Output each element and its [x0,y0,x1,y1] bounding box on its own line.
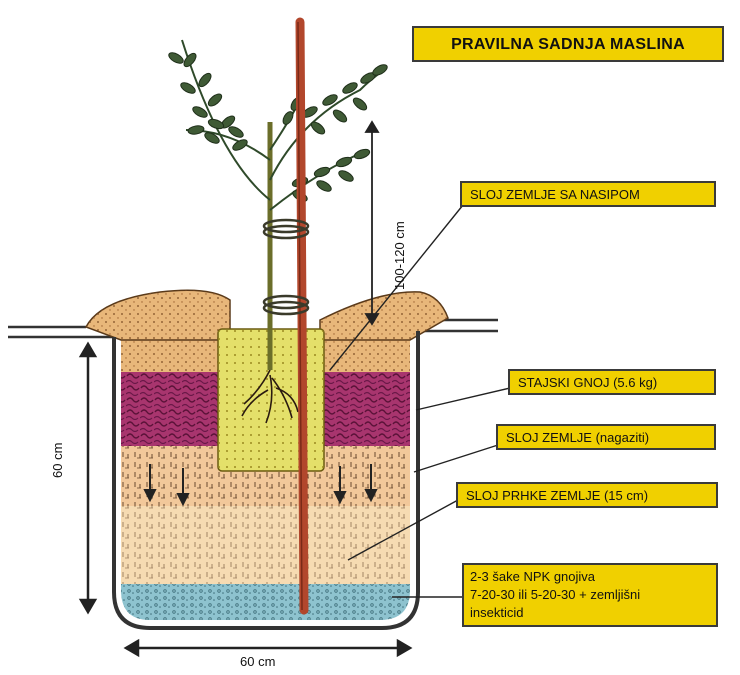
compaction-arrows [143,464,378,507]
depth-dimension-arrow [78,341,98,615]
npk-line-3: insekticid [470,605,524,620]
npk-line-1: 2-3 šake NPK gnojiva [470,569,596,584]
label-soil-layer: SLOJ ZEMLJE (nagaziti) [496,424,716,450]
planting-height-label: 100-120 cm [392,221,407,290]
olive-foliage [168,39,388,211]
stake-ties [262,218,310,316]
diagram-title: PRAVILNA SADNJA MASLINA [412,26,724,62]
pit-width-label: 60 cm [240,654,276,669]
label-npk-fertilizer: 2-3 šake NPK gnojiva 7-20-30 ili 5-20-30… [462,563,718,627]
ground-surface [8,318,498,339]
label-loose-soil: SLOJ PRHKE ZEMLJE (15 cm) [456,482,718,508]
label-soil-mound: SLOJ ZEMLJE SA NASIPOM [460,181,716,207]
root-ball [217,328,325,472]
npk-line-2: 7-20-30 ili 5-20-30 + zemljišni [470,587,641,602]
leader-lines [329,204,511,598]
pit-depth-label: 60 cm [50,442,65,478]
pit-outline [112,331,420,630]
width-dimension-arrow [123,638,413,658]
support-stake [295,17,309,615]
label-manure: STAJSKI GNOJ (5.6 kg) [508,369,716,395]
